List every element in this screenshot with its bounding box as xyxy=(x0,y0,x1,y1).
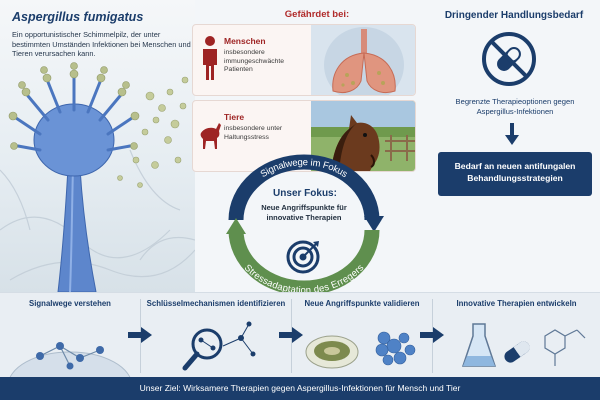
humans-label: Menschen xyxy=(224,36,266,46)
lungs-illustration xyxy=(311,25,415,95)
arrow-down-icon xyxy=(505,123,519,145)
goal-footer: Unser Ziel: Wirksamere Therapien gegen A… xyxy=(0,377,600,400)
target-icon xyxy=(286,240,320,274)
humans-subtext: insbesondere immungeschwächte Patienten xyxy=(224,49,285,74)
flask-pill-molecule-illustration xyxy=(461,323,586,367)
step-arrow-icon xyxy=(279,327,303,343)
focus-title: Unser Fokus: xyxy=(273,188,337,199)
step-identify: Schlüsselmechanismen identifizieren xyxy=(141,293,291,378)
step-title: Signalwege verstehen xyxy=(29,299,111,308)
step-understand: Signalwege verstehen xyxy=(0,293,140,378)
step-arrow-icon xyxy=(128,327,152,343)
magnifier-network-icon xyxy=(182,321,256,371)
animals-subtext: insbesondere unter Haltungsstress xyxy=(224,125,283,141)
no-medication-icon xyxy=(482,32,536,86)
horse-icon xyxy=(200,123,221,149)
fungus-illustration xyxy=(0,62,195,292)
need-box: Bedarf an neuen antifungalen Behandlungs… xyxy=(438,152,592,196)
organism-description: Ein opportunistischer Schimmelpilz, der … xyxy=(12,30,191,59)
focus-cycle-diagram: Signalwege im Fokus Stressadaptation des… xyxy=(226,154,384,295)
step-develop: Innovative Therapien entwickeln xyxy=(433,293,600,378)
step-title: Neue Angriffspunkte validieren xyxy=(304,299,420,308)
horse-photo xyxy=(311,101,415,171)
urgent-title: Dringender Handlungsbedarf xyxy=(444,10,584,21)
process-steps: Signalwege verstehen Schlüsselmechanisme… xyxy=(0,292,600,378)
focus-text: Neue Angriffspunkte für innovative Thera… xyxy=(261,203,347,222)
hero-panel: Aspergillus fumigatus Ein opportunistisc… xyxy=(0,0,195,292)
at-risk-title: Gefährdet bei: xyxy=(284,9,350,20)
petri-dish-protein-illustration xyxy=(305,331,416,369)
person-icon xyxy=(203,36,217,80)
organism-title: Aspergillus fumigatus xyxy=(12,10,144,24)
animals-label: Tiere xyxy=(224,112,245,122)
step-title: Schlüsselmechanismen identifizieren xyxy=(146,299,286,308)
limited-options-text: Begrenzte Therapieoptionen gegen Aspergi… xyxy=(455,97,575,116)
step-arrow-icon xyxy=(420,327,444,343)
humans-card: Menschen insbesondere immungeschwächte P… xyxy=(192,24,416,96)
step-title: Innovative Therapien entwickeln xyxy=(456,299,577,308)
step-validate: Neue Angriffspunkte validieren xyxy=(292,293,432,378)
cell-network-illustration xyxy=(9,342,131,378)
